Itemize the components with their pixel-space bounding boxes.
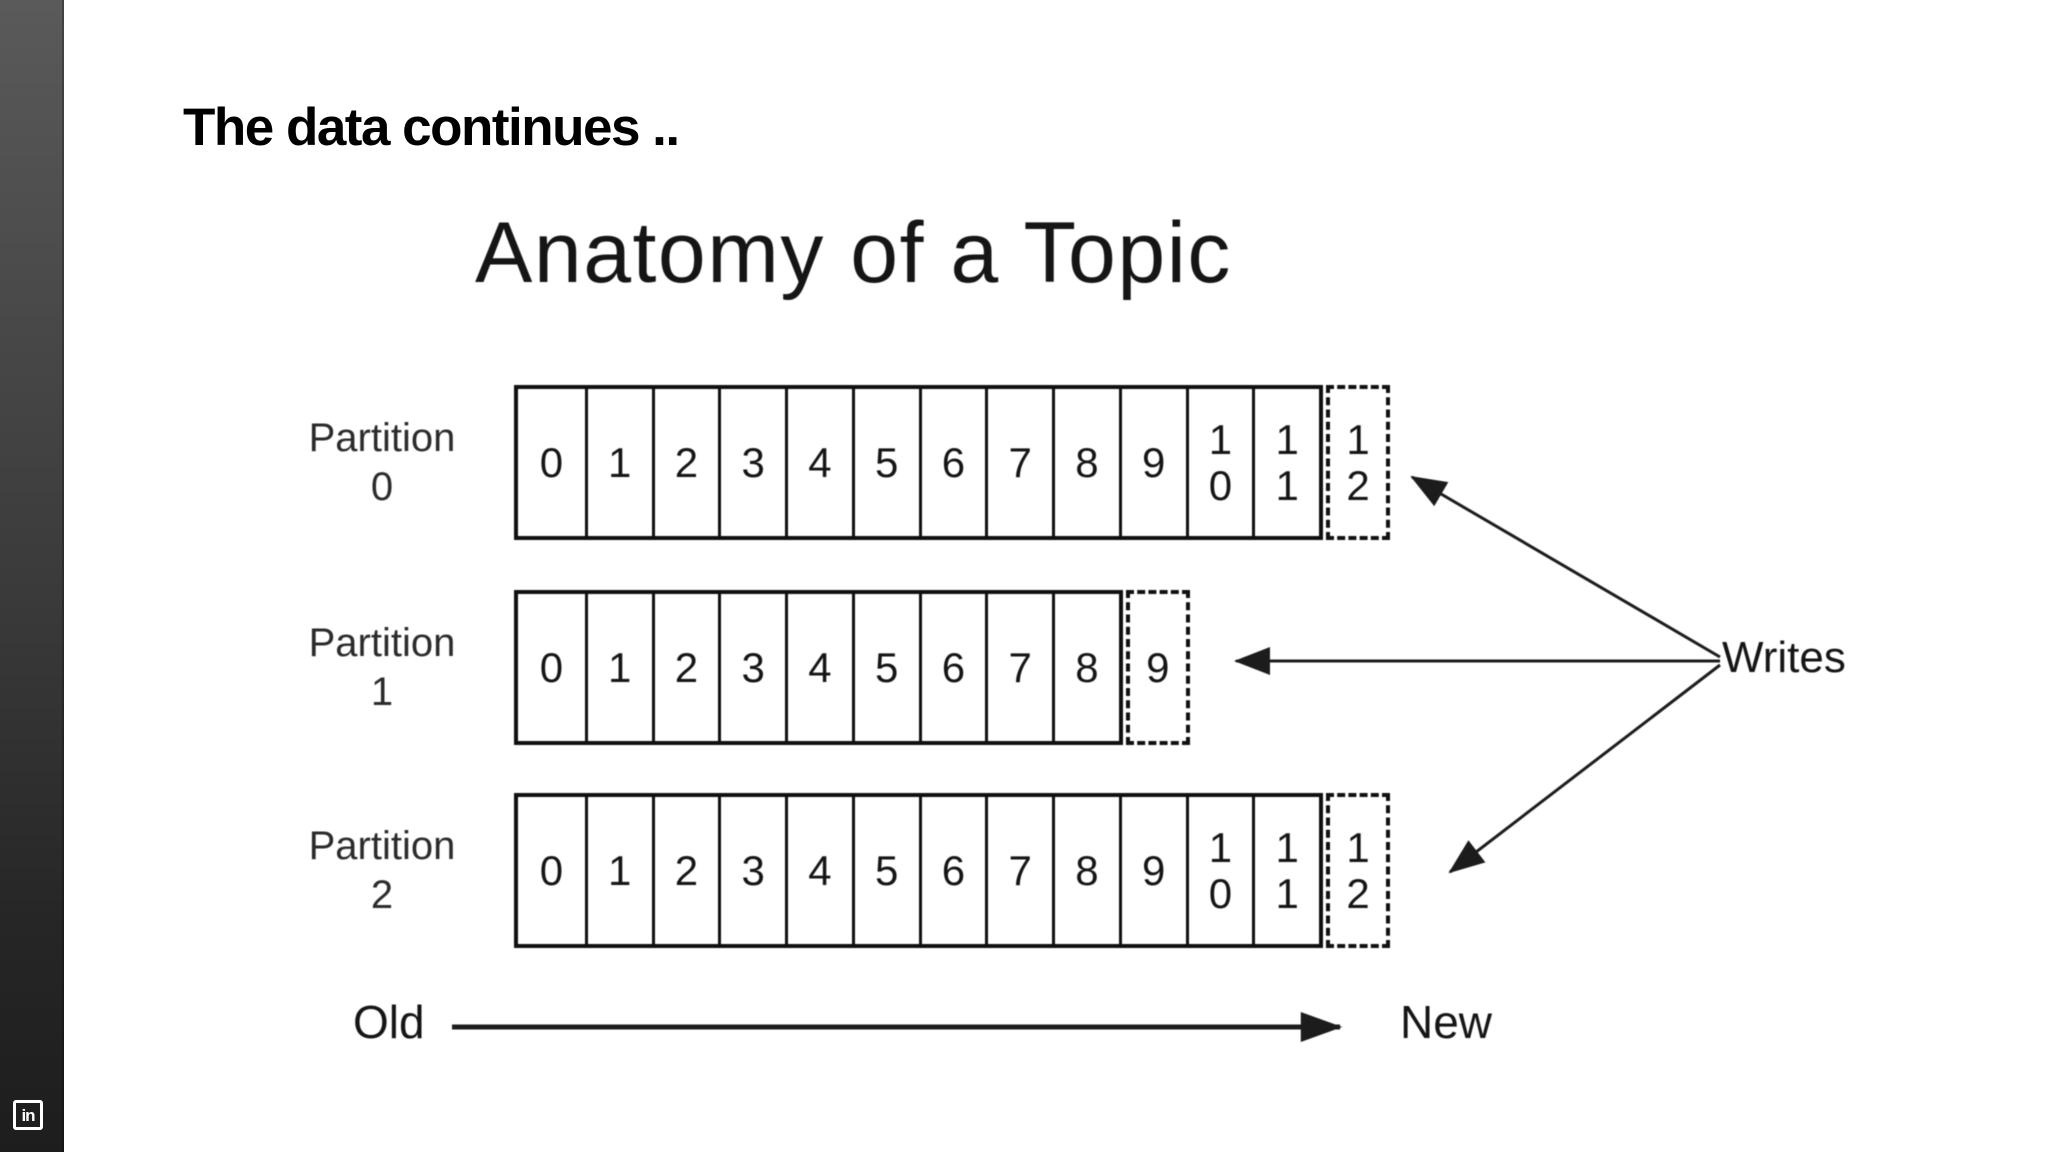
- offset-cell: 6: [918, 797, 986, 944]
- offset-cell: 2: [651, 594, 719, 741]
- partition-label: Partition 2: [308, 823, 456, 917]
- offset-cell: 7: [985, 594, 1052, 741]
- offset-cell: 5: [851, 389, 919, 536]
- offset-cell: 3: [718, 797, 785, 944]
- diagram-heading: Anatomy of a Topic: [475, 205, 1232, 301]
- offset-cell: 9: [1118, 797, 1186, 944]
- new-label: New: [1400, 996, 1493, 1048]
- offset-cell: 7: [985, 389, 1052, 536]
- offset-cell: 5: [851, 594, 919, 741]
- offset-cell: 0: [539, 643, 564, 691]
- writes-arrow-partition-2: [1448, 663, 1721, 874]
- offset-cell: 1 0: [1185, 389, 1253, 536]
- offset-cell: 3: [718, 389, 785, 536]
- partition-label: Partition 0: [308, 415, 456, 509]
- offset-cell: 6: [918, 389, 986, 536]
- offset-cell: 5: [851, 797, 919, 944]
- offset-cell: 3: [718, 594, 785, 741]
- offset-cell: 1 1: [1252, 797, 1319, 944]
- offset-cell: 1 1: [1252, 389, 1319, 536]
- offset-cell: 9: [1118, 389, 1186, 536]
- linkedin-icon: in: [13, 1100, 43, 1130]
- sidebar: in: [0, 0, 64, 1152]
- offset-cell: 0: [539, 438, 564, 486]
- offset-cell: 4: [785, 594, 852, 741]
- offset-cell: 1 0: [1185, 797, 1253, 944]
- offset-cell: 2: [651, 389, 719, 536]
- offset-cell: 0: [539, 846, 564, 894]
- offset-cell: 1: [584, 389, 652, 536]
- next-offset-cell: 9: [1125, 590, 1190, 745]
- next-offset-cell: 1 2: [1326, 385, 1390, 540]
- slide-title: The data continues ..: [183, 98, 680, 157]
- offset-cell: 8: [1052, 797, 1119, 944]
- writes-label: Writes: [1722, 633, 1846, 682]
- offset-cell: 1: [584, 797, 652, 944]
- offset-cell: 6: [918, 594, 986, 741]
- offset-cell: 1: [584, 594, 652, 741]
- writes-arrow-partition-0: [1410, 475, 1721, 659]
- offset-cell: 4: [785, 389, 852, 536]
- old-label: Old: [353, 996, 425, 1048]
- offset-cell: 8: [1052, 594, 1119, 741]
- partition-label: Partition 1: [308, 620, 456, 714]
- offset-cell: 2: [651, 797, 719, 944]
- offset-cell: 4: [785, 797, 852, 944]
- offset-cell: 8: [1052, 389, 1119, 536]
- next-offset-cell: 1 2: [1326, 793, 1390, 948]
- offset-cell: 7: [985, 797, 1052, 944]
